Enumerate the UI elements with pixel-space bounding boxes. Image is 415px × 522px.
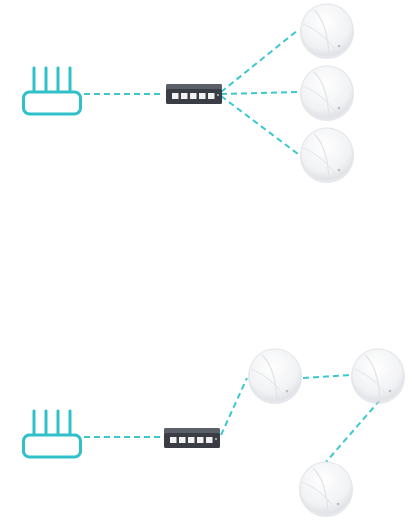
ethernet-switch-icon (166, 84, 222, 104)
router-icon (22, 409, 82, 459)
star-links (84, 29, 299, 155)
link-switch-to-node-1 (220, 29, 299, 93)
daisy-chain-topology-diagram (22, 348, 406, 518)
link-switch-to-node-3 (220, 95, 299, 155)
ethernet-switch-icon (164, 428, 220, 448)
link-switch-to-node-1 (220, 377, 248, 436)
router-icon (22, 66, 82, 116)
mesh-node-icon (298, 461, 354, 518)
link-node-2-to-node-3 (325, 399, 381, 463)
mesh-node-icon (299, 127, 355, 184)
star-topology-diagram (22, 3, 355, 184)
mesh-node-icon (299, 65, 355, 122)
mesh-node-icon (299, 3, 355, 60)
mesh-node-icon (247, 348, 303, 405)
link-switch-to-node-2 (220, 91, 299, 95)
link-node-1-to-node-2 (302, 374, 351, 379)
chain-links (84, 374, 381, 463)
mesh-node-icon (350, 348, 406, 405)
